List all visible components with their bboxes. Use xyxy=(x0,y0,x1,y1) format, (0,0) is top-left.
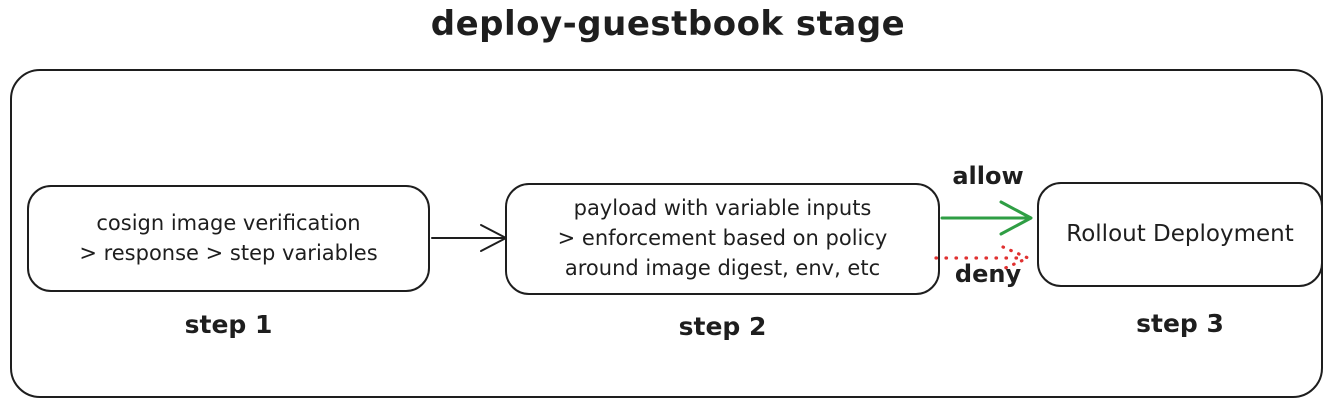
diagram-title: deploy-guestbook stage xyxy=(430,4,906,44)
node-step-2-line-3: around image digest, env, etc xyxy=(564,255,881,280)
node-step-1-line-1: cosign image verification xyxy=(96,210,361,235)
step-1-label: step 1 xyxy=(184,310,273,339)
node-step-3: Rollout Deployment xyxy=(1037,182,1323,287)
node-step-2: payload with variable inputs > enforceme… xyxy=(505,183,940,295)
allow-arrow-label: allow xyxy=(952,162,1024,190)
node-step-1: cosign image verification > response > s… xyxy=(27,185,430,292)
node-step-1-line-2: > response > step variables xyxy=(79,240,378,265)
node-step-3-line-1: Rollout Deployment xyxy=(1066,221,1294,248)
node-step-2-line-2: > enforcement based on policy xyxy=(557,226,888,251)
step-3-label: step 3 xyxy=(1136,309,1224,338)
deny-arrow-label: deny xyxy=(954,260,1022,288)
node-step-2-line-1: payload with variable inputs xyxy=(573,196,872,221)
step-2-label: step 2 xyxy=(678,312,767,341)
